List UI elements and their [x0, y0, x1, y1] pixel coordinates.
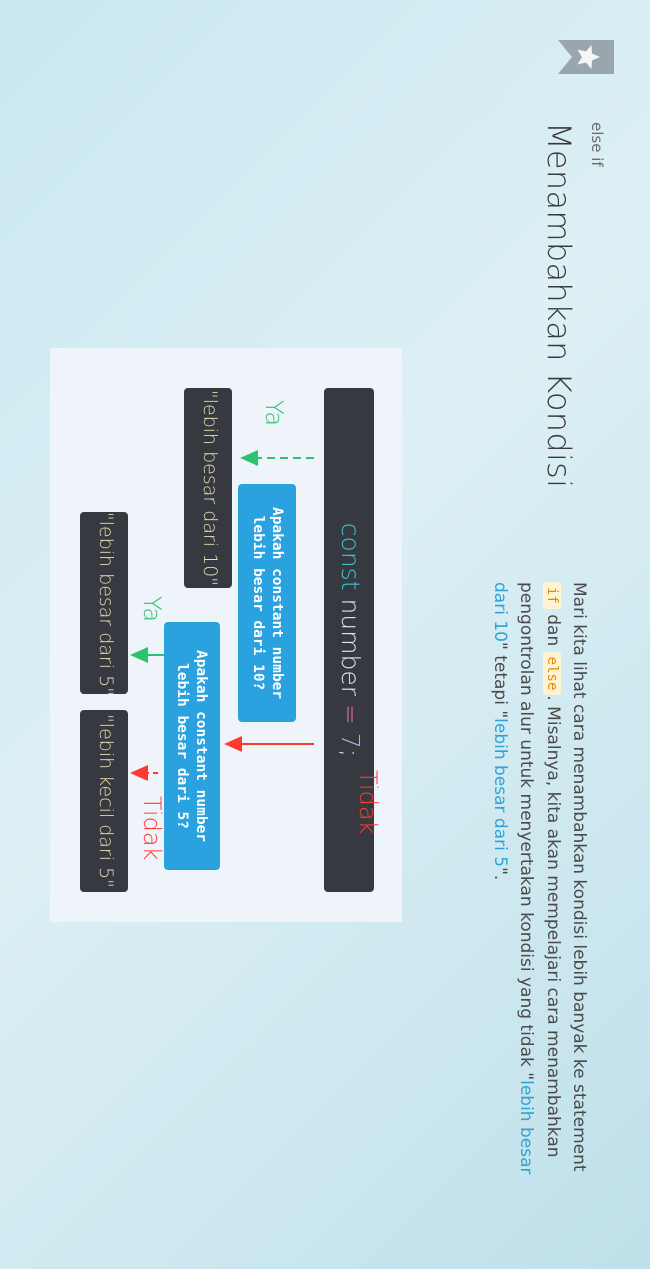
yes-label-2: Ya [138, 596, 166, 623]
answer-box-3: "lebih kecil dari 5" [80, 710, 128, 892]
question-box-1: Apakah constant number lebih besar dari … [238, 484, 296, 722]
code-keyword: const [336, 522, 365, 591]
code-space [336, 725, 365, 733]
question-line: lebih besar dari 5? [174, 663, 190, 829]
question-line: Apakah constant number [193, 649, 209, 843]
yes-label-1: Ya [260, 400, 288, 427]
no-label-1: Tidak [354, 770, 382, 835]
answer-box-1: "lebih besar dari 10" [184, 388, 232, 588]
question-box-2: Apakah constant number lebih besar dari … [164, 622, 220, 870]
answer-text: "lebih besar dari 10" [199, 389, 221, 587]
star-bookmark-icon[interactable] [558, 38, 614, 76]
no-label-2: Tidak [138, 796, 166, 861]
answer-text: "lebih kecil dari 5" [95, 714, 117, 888]
question-line: Apakah constant number [269, 506, 285, 700]
code-semicolon: ; [336, 748, 365, 758]
code-number: 7 [336, 732, 365, 749]
code-operator: = [336, 703, 365, 725]
answer-text: "lebih besar dari 5" [95, 512, 117, 696]
answer-box-2: "lebih besar dari 5" [80, 512, 128, 696]
question-line: lebih besar dari 10? [250, 515, 266, 691]
code-identifier: number [336, 590, 365, 704]
